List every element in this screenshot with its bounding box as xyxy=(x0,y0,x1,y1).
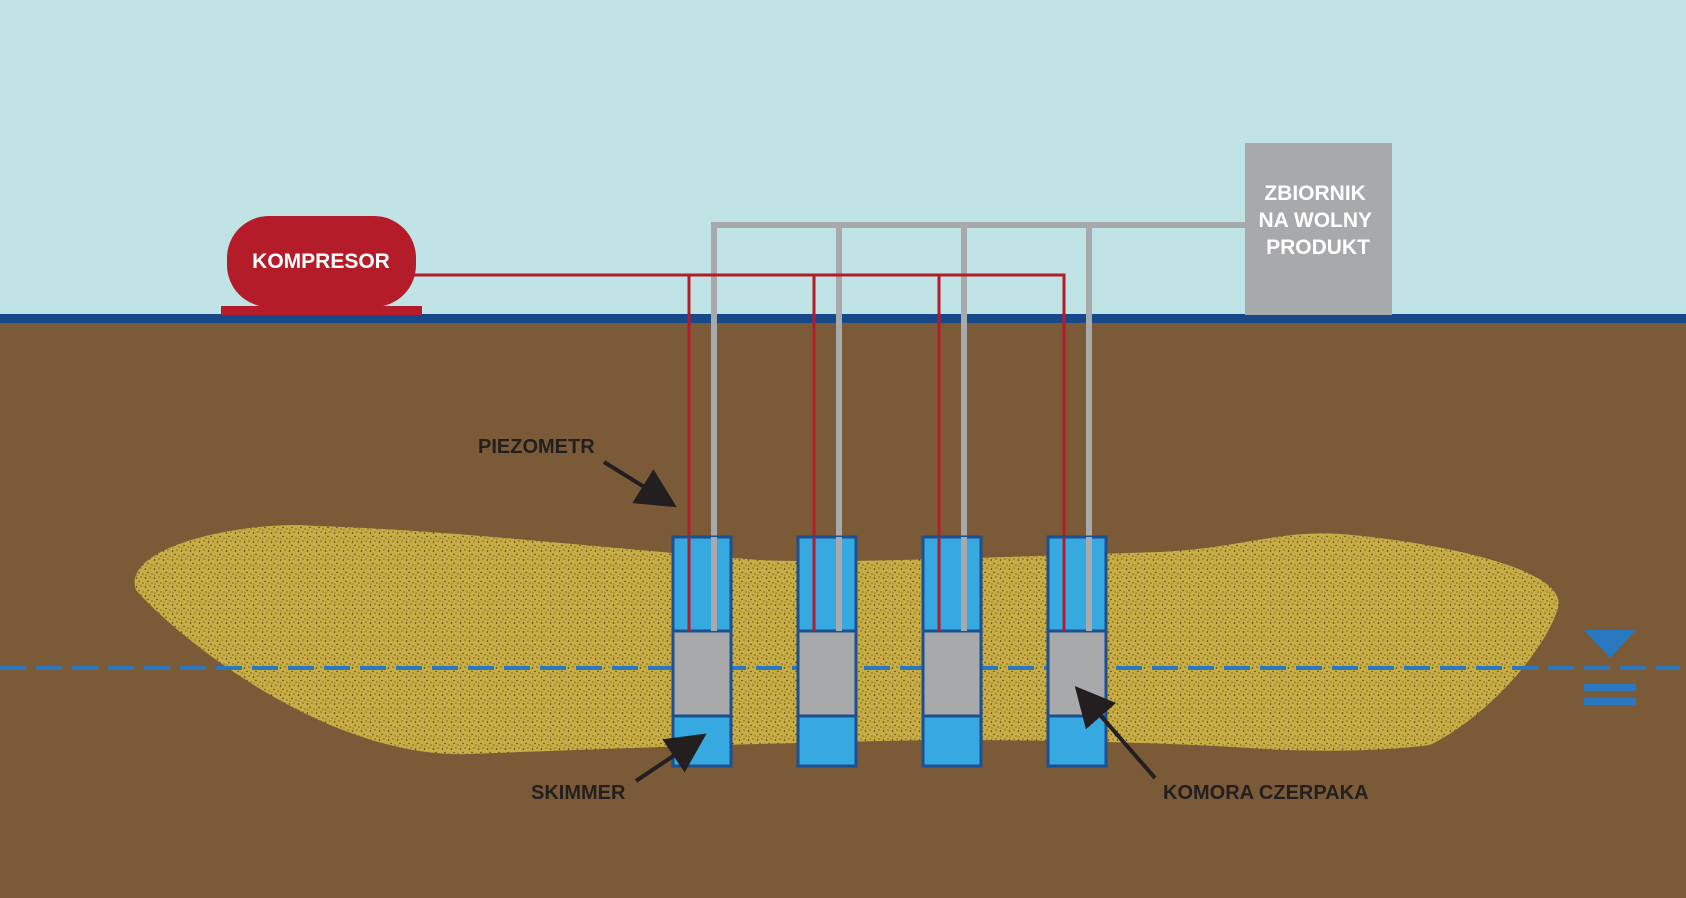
pipe-ends xyxy=(687,537,1092,631)
skimmer-chamber xyxy=(921,629,983,718)
well-1 xyxy=(671,535,733,768)
ground-line xyxy=(0,314,1686,323)
piezometr-label: PIEZOMETR xyxy=(478,436,595,458)
compressor-label: KOMPRESOR xyxy=(252,250,390,273)
skimmer-chamber xyxy=(671,629,733,718)
tank-label-line-2: NA WOLNY xyxy=(1258,209,1372,232)
svg-text:ZBIORNIK NA WOLNY: ZBIORNIK NA WOLNY PRODUKT xyxy=(1258,182,1377,259)
compressor-icon: KOMPRESOR xyxy=(221,216,422,315)
well-4 xyxy=(1046,535,1108,768)
tank-label-line-1: ZBIORNIK xyxy=(1264,182,1366,205)
skimmer-chamber xyxy=(1046,629,1108,718)
tank-label-line-3: PRODUKT xyxy=(1266,236,1370,259)
komora-czerpaka-label: KOMORA CZERPAKA xyxy=(1163,782,1369,804)
skimmer-arrow xyxy=(634,733,707,783)
skimmer-label: SKIMMER xyxy=(531,782,626,804)
storage-tank-icon: ZBIORNIK NA WOLNY PRODUKT xyxy=(1245,143,1392,315)
well-2 xyxy=(796,535,858,768)
water-table-symbol-icon xyxy=(1584,630,1636,705)
komora-arrow xyxy=(1074,685,1157,780)
skimmer-chamber xyxy=(796,629,858,718)
well-3 xyxy=(921,535,983,768)
piezometr-arrow xyxy=(602,460,677,508)
